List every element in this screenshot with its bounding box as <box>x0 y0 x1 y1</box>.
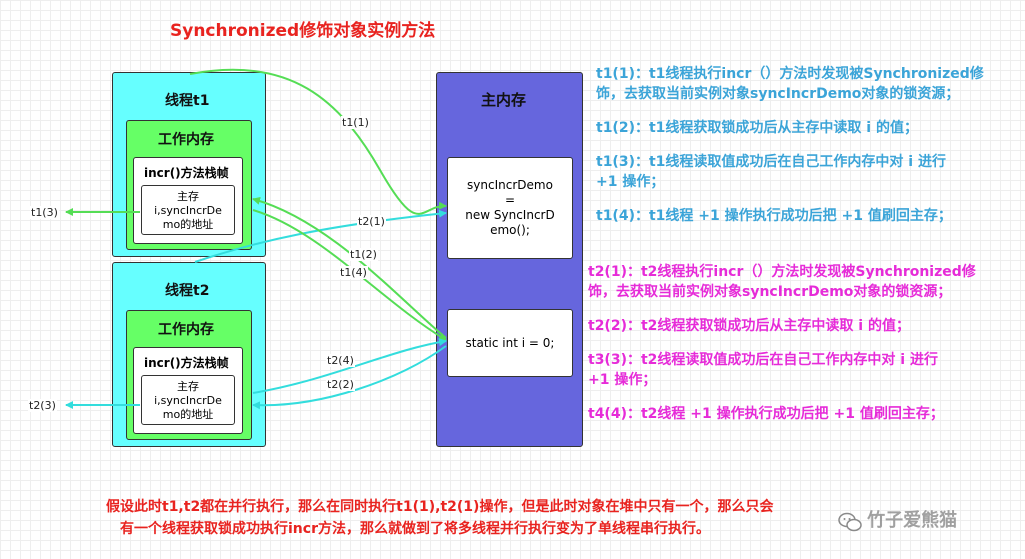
label-t1-3: t1(3) <box>30 206 59 219</box>
thread-t1-local-copy: 主存 i,syncIncrDe mo的地址 <box>141 185 235 235</box>
note-t2-3: t3(3)：t2线程读取值成功后在自己工作内存中对 i 进行 +1 操作； <box>588 350 1022 390</box>
object-line: syncIncrDemo <box>467 178 553 192</box>
thread-t2-inner-line: 主存 <box>177 380 199 393</box>
note-line: t1(2)：t1线程获取锁成功后从主存中读取 i 的值； <box>596 120 918 136</box>
label-t1-4: t1(4) <box>339 266 368 279</box>
note-t1-2: t1(2)：t1线程获取锁成功后从主存中读取 i 的值； <box>596 118 1021 138</box>
note-line: t4(4)：t2线程 +1 操作执行成功后把 +1 值刷回主存； <box>588 406 944 422</box>
thread-t1-frame-title: incr()方法栈帧 <box>144 166 229 180</box>
arrow-t2-1 <box>194 209 447 263</box>
note-t2-2: t2(2)：t2线程获取锁成功后从主存中读取 i 的值； <box>588 316 1022 336</box>
bottom-line: 假设此时t1,t2都在并行执行，那么在同时执行t1(1),t2(1)操作，但是此… <box>106 499 774 515</box>
thread-t2-label: 线程t2 <box>165 283 210 299</box>
thread-t1-inner-line: mo的地址 <box>162 218 214 231</box>
note-line: t1(4)：t1线程 +1 操作执行成功后把 +1 值刷回主存； <box>596 208 952 224</box>
static-field-text: static int i = 0; <box>465 335 555 350</box>
object-line: emo(); <box>490 223 530 237</box>
note-line: +1 操作； <box>596 174 665 190</box>
thread-t1-work-memory: 工作内存 incr()方法栈帧 主存 i,syncIncrDe mo的地址 <box>126 120 252 250</box>
note-t1-4: t1(4)：t1线程 +1 操作执行成功后把 +1 值刷回主存； <box>596 206 1021 226</box>
notes-t1: t1(1)：t1线程执行incr（）方法时发现被Synchronized修 饰，… <box>596 64 1021 226</box>
note-line: 饰，去获取当前实例对象syncIncrDemo对象的锁资源； <box>588 284 952 300</box>
arrow-t1-1 <box>189 68 447 215</box>
label-t1-2: t1(2) <box>349 248 378 261</box>
static-field-box: static int i = 0; <box>447 309 573 377</box>
thread-t1-inner-line: 主存 <box>177 190 199 203</box>
label-t2-4: t2(4) <box>326 354 355 367</box>
arrow-t1-2 <box>252 196 447 339</box>
diagram-title: Synchronized修饰对象实例方法 <box>170 21 436 41</box>
note-line: +1 操作； <box>588 372 657 388</box>
note-line: t2(2)：t2线程获取锁成功后从主存中读取 i 的值； <box>588 318 910 334</box>
object-instance-box: syncIncrDemo = new SyncIncrD emo(); <box>447 157 573 259</box>
note-line: 饰，去获取当前实例对象syncIncrDemo对象的锁资源； <box>596 86 960 102</box>
thread-t2-inner-line: i,syncIncrDe <box>154 394 222 407</box>
wechat-logo-icon <box>838 512 862 531</box>
bottom-explanation: 假设此时t1,t2都在并行执行，那么在同时执行t1(1),t2(1)操作，但是此… <box>106 496 773 540</box>
notes-t2: t2(1)：t2线程执行incr（）方法时发现被Synchronized修 饰，… <box>588 262 1022 424</box>
thread-t1-inner-line: i,syncIncrDe <box>154 204 222 217</box>
thread-t2-frame-title: incr()方法栈帧 <box>144 356 229 370</box>
note-line: t1(1)：t1线程执行incr（）方法时发现被Synchronized修 <box>596 66 984 82</box>
thread-t2-stack-frame: incr()方法栈帧 主存 i,syncIncrDe mo的地址 <box>133 347 243 434</box>
main-memory-box: 主内存 syncIncrDemo = new SyncIncrD emo(); … <box>436 72 583 447</box>
note-t2-4: t4(4)：t2线程 +1 操作执行成功后把 +1 值刷回主存； <box>588 404 1022 424</box>
label-t1-1: t1(1) <box>341 116 370 129</box>
note-line: t1(3)：t1线程读取值成功后在自己工作内存中对 i 进行 <box>596 154 946 170</box>
note-line: t3(3)：t2线程读取值成功后在自己工作内存中对 i 进行 <box>588 352 938 368</box>
thread-t1-work-memory-label: 工作内存 <box>158 132 214 148</box>
thread-t1-stack-frame: incr()方法栈帧 主存 i,syncIncrDe mo的地址 <box>133 157 243 244</box>
thread-t2-inner-line: mo的地址 <box>162 408 214 421</box>
thread-t2-local-copy: 主存 i,syncIncrDe mo的地址 <box>141 375 235 425</box>
label-t2-2: t2(2) <box>326 378 355 391</box>
arrow-t2-4 <box>252 338 447 394</box>
label-t2-3: t2(3) <box>28 399 57 412</box>
bottom-line: 有一个线程获取锁成功执行incr方法，那么就做到了将多线程并行执行变为了单线程串… <box>120 521 710 537</box>
watermark: 竹子爱熊猫 <box>838 506 957 533</box>
note-t2-1: t2(1)：t2线程执行incr（）方法时发现被Synchronized修 饰，… <box>588 262 1022 302</box>
main-memory-label: 主内存 <box>481 91 527 109</box>
note-line: t2(1)：t2线程执行incr（）方法时发现被Synchronized修 <box>588 264 976 280</box>
object-line: = <box>504 193 516 207</box>
label-t2-1: t2(1) <box>357 215 386 228</box>
thread-t2-work-memory-label: 工作内存 <box>158 322 214 338</box>
watermark-text: 竹子爱熊猫 <box>867 510 958 531</box>
thread-t1-box: 线程t1 工作内存 incr()方法栈帧 主存 i,syncIncrDe mo的… <box>112 72 266 257</box>
thread-t1-label: 线程t1 <box>165 93 210 109</box>
arrow-t2-2 <box>252 345 447 410</box>
note-t1-1: t1(1)：t1线程执行incr（）方法时发现被Synchronized修 饰，… <box>596 64 1021 104</box>
thread-t2-box: 线程t2 工作内存 incr()方法栈帧 主存 i,syncIncrDe mo的… <box>112 262 266 447</box>
note-t1-3: t1(3)：t1线程读取值成功后在自己工作内存中对 i 进行 +1 操作； <box>596 152 1021 192</box>
thread-t2-work-memory: 工作内存 incr()方法栈帧 主存 i,syncIncrDe mo的地址 <box>126 310 252 440</box>
object-line: new SyncIncrD <box>465 208 555 222</box>
